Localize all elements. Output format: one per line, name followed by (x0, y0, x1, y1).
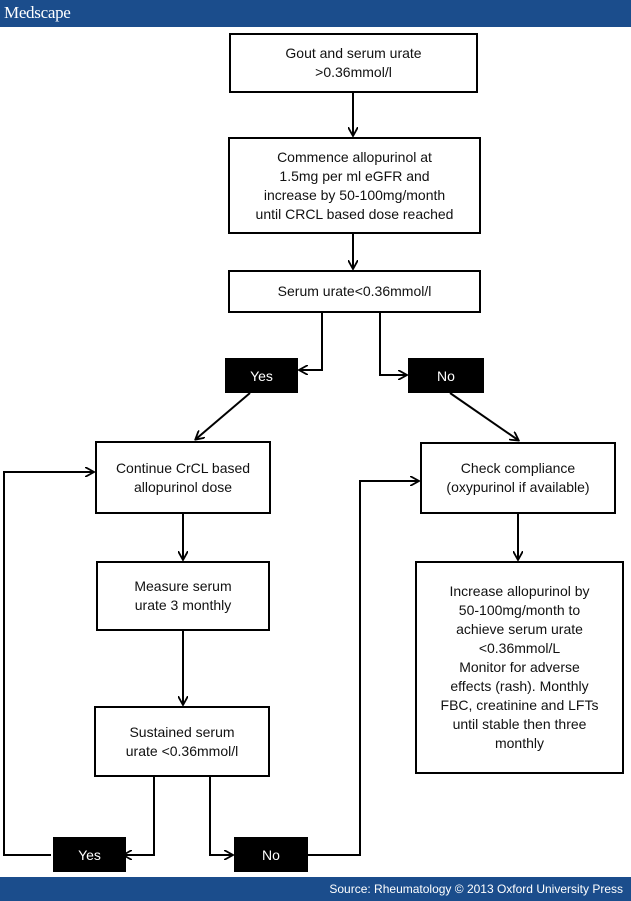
arrow-check-to-yes (300, 313, 323, 370)
arrow-check-to-no (379, 313, 406, 375)
yes-label-1: Yes (225, 358, 298, 393)
no-label-2: No (234, 837, 308, 872)
continue-dose-box: Continue CrCL based allopurinol dose (95, 441, 271, 514)
start-box: Gout and serum urate >0.36mmol/l (229, 33, 478, 93)
footer-bar: Source: Rheumatology © 2013 Oxford Unive… (0, 877, 631, 901)
arrow-sustained-to-no (209, 777, 232, 855)
arrow-sustained-to-yes (124, 777, 155, 855)
source-credit: Source: Rheumatology © 2013 Oxford Unive… (329, 882, 623, 896)
no-label-1: No (408, 358, 484, 393)
yes-label-2: Yes (53, 837, 126, 872)
arrow-yes-to-continue (196, 392, 251, 439)
loop-no-to-compliance (308, 481, 418, 856)
measure-urate-box: Measure serum urate 3 monthly (96, 561, 270, 631)
check-compliance-box: Check compliance (oxypurinol if availabl… (420, 442, 616, 514)
increase-allopurinol-box: Increase allopurinol by 50-100mg/month t… (415, 561, 624, 774)
arrow-no-to-compliance (449, 392, 518, 440)
loop-yes-to-continue (3, 472, 93, 856)
header-bar: Medscape (0, 0, 631, 27)
serum-urate-check-box: Serum urate<0.36mmol/l (228, 270, 481, 313)
sustained-urate-box: Sustained serum urate <0.36mmol/l (94, 706, 270, 777)
medscape-logo[interactable]: Medscape (4, 3, 71, 22)
commence-allopurinol-box: Commence allopurinol at 1.5mg per ml eGF… (228, 137, 481, 234)
